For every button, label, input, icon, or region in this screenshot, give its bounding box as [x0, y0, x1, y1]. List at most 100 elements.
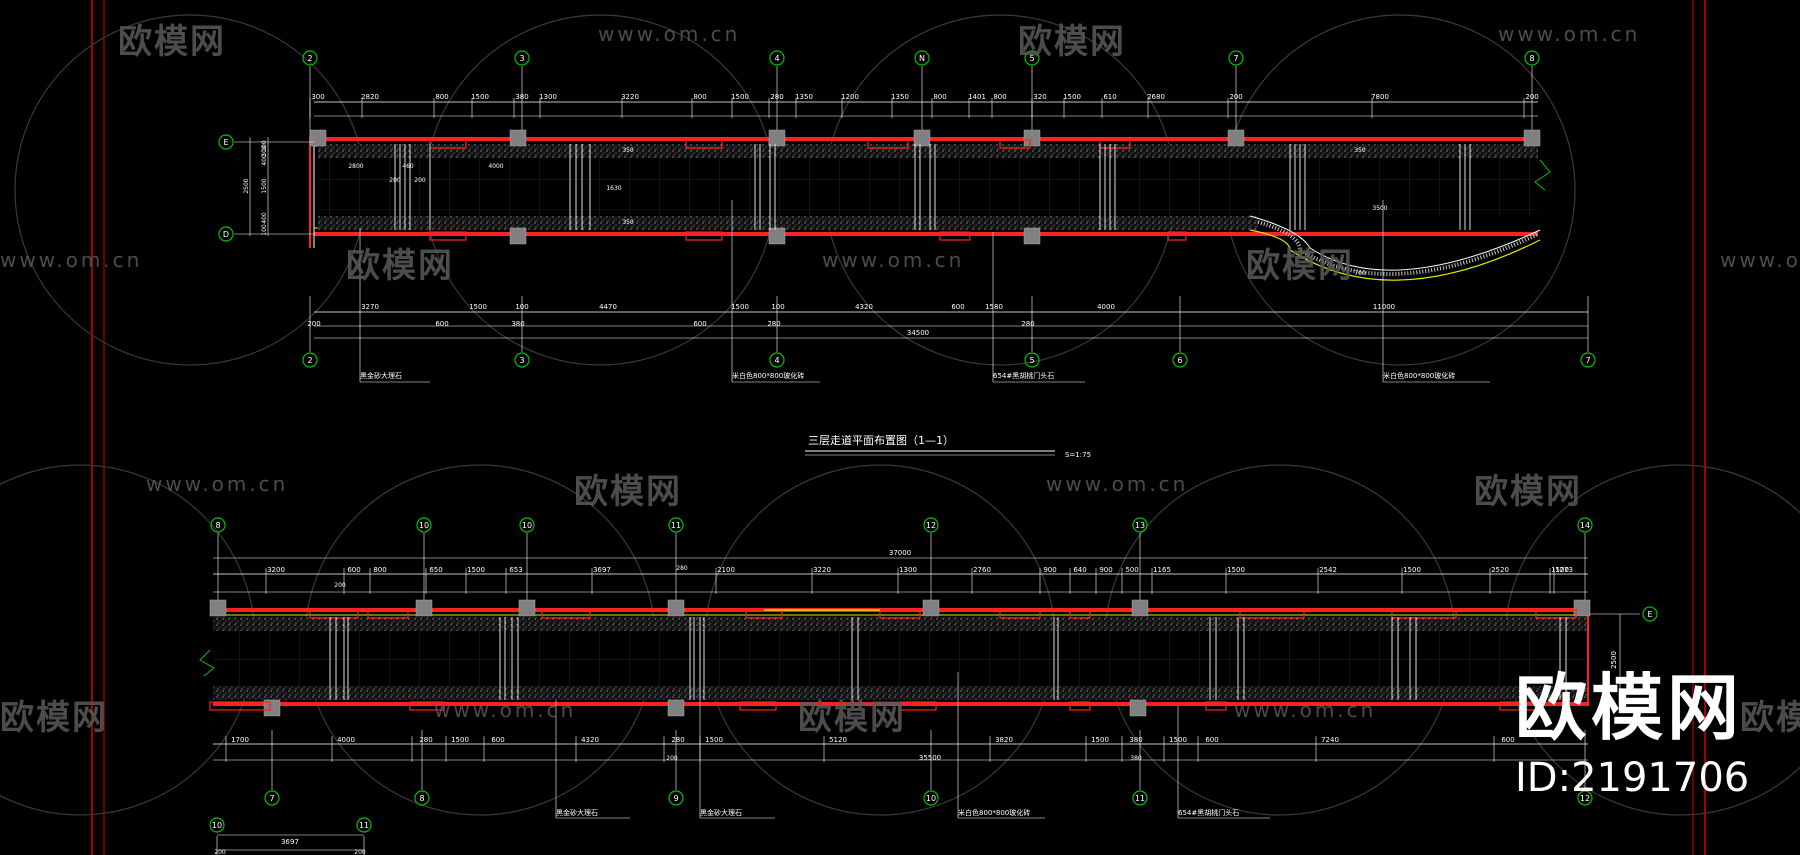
dimension-text: 1165: [1153, 566, 1171, 574]
wall-opening: [1535, 609, 1577, 619]
dimension-text: 1500: [731, 93, 749, 101]
total-dimension-text: 37000: [889, 549, 911, 557]
dimension-text: 600: [491, 736, 504, 744]
watermark-url: www.om.cn: [1234, 698, 1377, 722]
dimension-text: 650: [429, 566, 442, 574]
material-note: 黑金砂大理石: [556, 808, 598, 817]
dimension-text: 640: [1073, 566, 1086, 574]
axis-bubble-bottom-label: 2: [307, 356, 312, 365]
dimension-text-vertical: 2500: [243, 178, 250, 193]
dimension-text: 7240: [1321, 736, 1339, 744]
dimension-text-small: 200: [334, 582, 346, 589]
structural-column: [509, 129, 527, 147]
wall-opening: [685, 231, 723, 241]
dimension-text: 2820: [361, 93, 379, 101]
dimension-text-small: 200: [214, 849, 226, 855]
axis-bubble-bottom-label: 9: [673, 794, 678, 803]
model-id: ID:2191706: [1515, 755, 1750, 801]
wall-opening: [899, 701, 937, 711]
dimension-text: 1500: [1063, 93, 1081, 101]
watermark-url: www.om.cn: [598, 22, 741, 46]
wall-opening: [1205, 701, 1227, 711]
material-note: 654#黑胡桃门头石: [993, 371, 1054, 380]
wall-opening: [879, 609, 921, 619]
dimension-text-small: 280: [676, 565, 688, 572]
axis-bubble-bottom: [1172, 352, 1188, 368]
watermark-url: www.om.cn: [1720, 248, 1800, 272]
watermark-logo: 欧模网: [346, 246, 454, 286]
axis-bubble-top: [923, 517, 939, 533]
axis-bubble-left-label: D: [223, 230, 229, 239]
structural-column: [768, 227, 786, 245]
site-logo-text: 欧模网: [1515, 666, 1744, 750]
structural-column: [667, 699, 685, 717]
dimension-text: 1580: [985, 303, 1003, 311]
dimension-text: 800: [373, 566, 386, 574]
wall-opening: [367, 609, 409, 619]
dimension-text-inner: 2800: [348, 163, 363, 170]
dimension-text: 1500: [1227, 566, 1245, 574]
watermark-logo: 欧模网: [118, 22, 226, 62]
dimension-text: 1300: [539, 93, 557, 101]
dimension-text-inner: 200: [414, 177, 426, 184]
dimension-text: 200: [307, 320, 320, 328]
material-note: 米白色800*800玻化砖: [958, 808, 1030, 817]
dimension-text-inner: 3500: [1372, 205, 1387, 212]
dimension-text: 3270: [361, 303, 379, 311]
wall-opening: [541, 609, 591, 619]
axis-bubble-top-label: 13: [1135, 521, 1145, 530]
drawing-title: 三层走道平面布置图（1—1）: [808, 433, 954, 447]
axis-bubble-top: [668, 517, 684, 533]
dimension-text: 800: [933, 93, 946, 101]
dimension-text: 320: [1033, 93, 1046, 101]
dimension-text: 3200: [267, 566, 285, 574]
axis-bubble-top: [769, 50, 785, 66]
axis-bubble-top-label: 8: [1529, 54, 1534, 63]
dimension-text: 2680: [1147, 93, 1165, 101]
wall-opening: [867, 139, 909, 149]
dimension-text-inner: 4000: [488, 163, 503, 170]
dimension-text: 380: [1129, 736, 1142, 744]
watermark-url: www.om.cn: [146, 472, 289, 496]
axis-bubble-top-label: 7: [1233, 54, 1238, 63]
axis-bubble-top-label: 10: [522, 521, 532, 530]
axis-bubble-bottom: [514, 352, 530, 368]
wall-opening: [429, 231, 467, 241]
dimension-text: 3220: [813, 566, 831, 574]
axis-bubble-top: [210, 517, 226, 533]
axis-bubble-top-label: 10: [212, 821, 222, 830]
dimension-text-inner: 350: [1354, 147, 1366, 154]
axis-bubble-top: [356, 817, 372, 833]
dimension-text: 600: [347, 566, 360, 574]
axis-bubble-bottom: [302, 352, 318, 368]
axis-bubble-top: [914, 50, 930, 66]
dimension-text: 1300: [899, 566, 917, 574]
structural-column: [922, 599, 940, 617]
wall-opening: [409, 701, 445, 711]
drawing-frame: [91, 0, 1706, 855]
dimension-text-inner: 1630: [606, 185, 621, 192]
structural-column: [263, 699, 281, 717]
dimension-text-inner: 350: [622, 219, 634, 226]
dimension-text: 2760: [973, 566, 991, 574]
axis-bubble-top: [302, 50, 318, 66]
axis-bubble-top-label: 4: [774, 54, 779, 63]
dimension-text: 280: [1021, 320, 1034, 328]
dimension-text: 11000: [1373, 303, 1395, 311]
dimension-text: 300: [311, 93, 324, 101]
wall-opening: [1167, 231, 1187, 241]
structural-column: [415, 599, 433, 617]
dimension-text: 1401: [968, 93, 986, 101]
dimension-text-small: 200: [666, 755, 678, 762]
dimension-text: 610: [1103, 93, 1116, 101]
axis-bubble-top: [514, 50, 530, 66]
dimension-text: 1500: [1403, 566, 1421, 574]
dimension-text: 4320: [581, 736, 599, 744]
dimension-text-vertical: 100: [261, 140, 268, 152]
axis-bubble-bottom-label: 3: [519, 356, 524, 365]
dimension-text-inner: 350: [622, 147, 634, 154]
dimension-text-vertical: 400: [261, 154, 268, 166]
dimension-text: 100: [771, 303, 784, 311]
